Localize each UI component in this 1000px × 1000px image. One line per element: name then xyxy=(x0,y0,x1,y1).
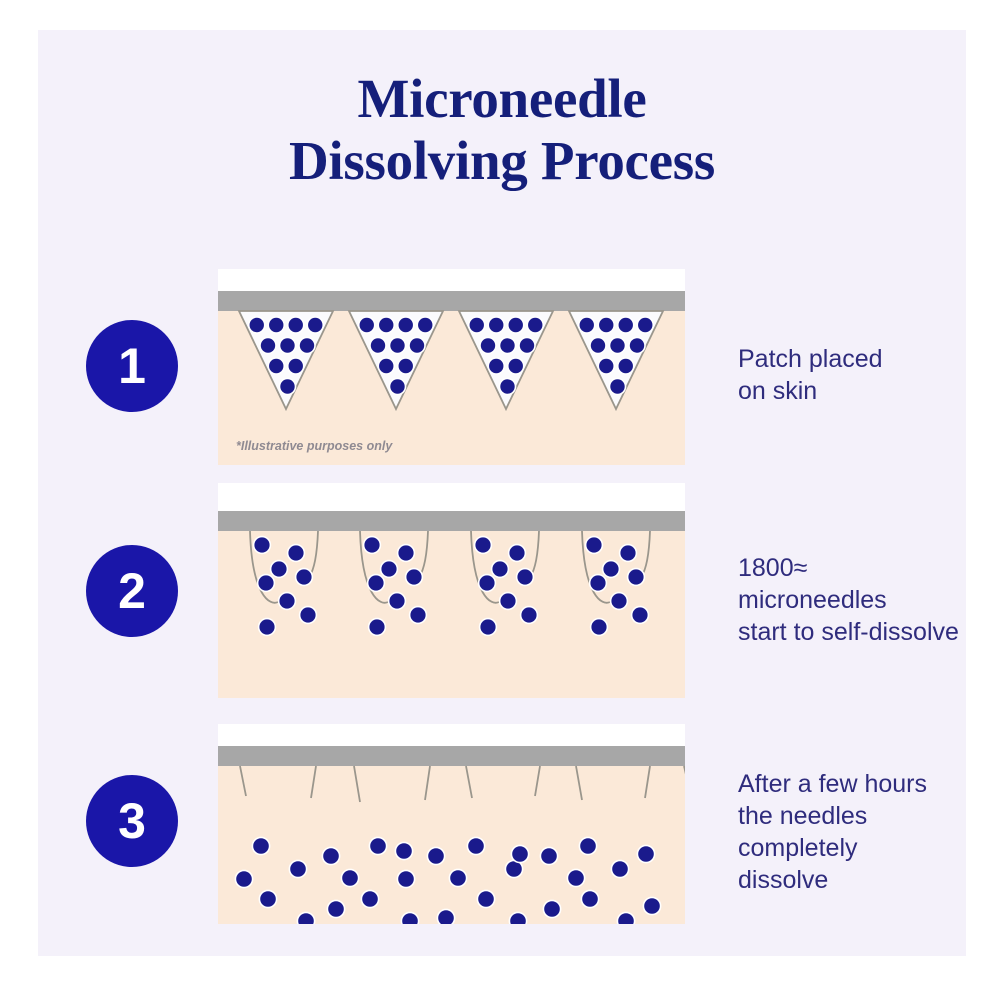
step-caption-2: 1800≈ microneedles start to self-dissolv… xyxy=(738,554,959,646)
skin-diagram-step-3 xyxy=(218,724,685,924)
step-number-label-1: 1 xyxy=(118,338,146,394)
skin-diagram-step-1: *Illustrative purposes only xyxy=(218,269,685,465)
dispersed-particles-diagram xyxy=(234,765,685,924)
step-number-badge-1: 1 xyxy=(86,320,178,412)
illustrative-footnote: *Illustrative purposes only xyxy=(236,439,393,453)
step-number-badge-3: 3 xyxy=(86,775,178,867)
infographic-canvas: Microneedle Dissolving Process 1 *Illust… xyxy=(38,30,966,956)
air-band xyxy=(218,483,685,511)
skin-layer xyxy=(218,766,685,924)
air-band xyxy=(218,269,685,291)
title-line-1: Microneedle xyxy=(357,68,647,129)
step-number-badge-2: 2 xyxy=(86,545,178,637)
microneedle-array-intact xyxy=(237,310,665,412)
step-number-label-3: 3 xyxy=(118,793,146,849)
skin-diagram-step-2 xyxy=(218,483,685,698)
patch-bar xyxy=(218,746,685,766)
patch-bar xyxy=(218,291,685,311)
microneedle-array-dissolving xyxy=(249,530,651,637)
air-band xyxy=(218,724,685,746)
title-line-2: Dissolving Process xyxy=(289,129,715,191)
step-caption-3: After a few hours the needles completely… xyxy=(738,770,927,894)
step-number-label-2: 2 xyxy=(118,563,146,619)
page-title: Microneedle Dissolving Process xyxy=(38,68,966,191)
patch-bar xyxy=(218,511,685,531)
step-caption-1: Patch placed on skin xyxy=(738,345,883,405)
